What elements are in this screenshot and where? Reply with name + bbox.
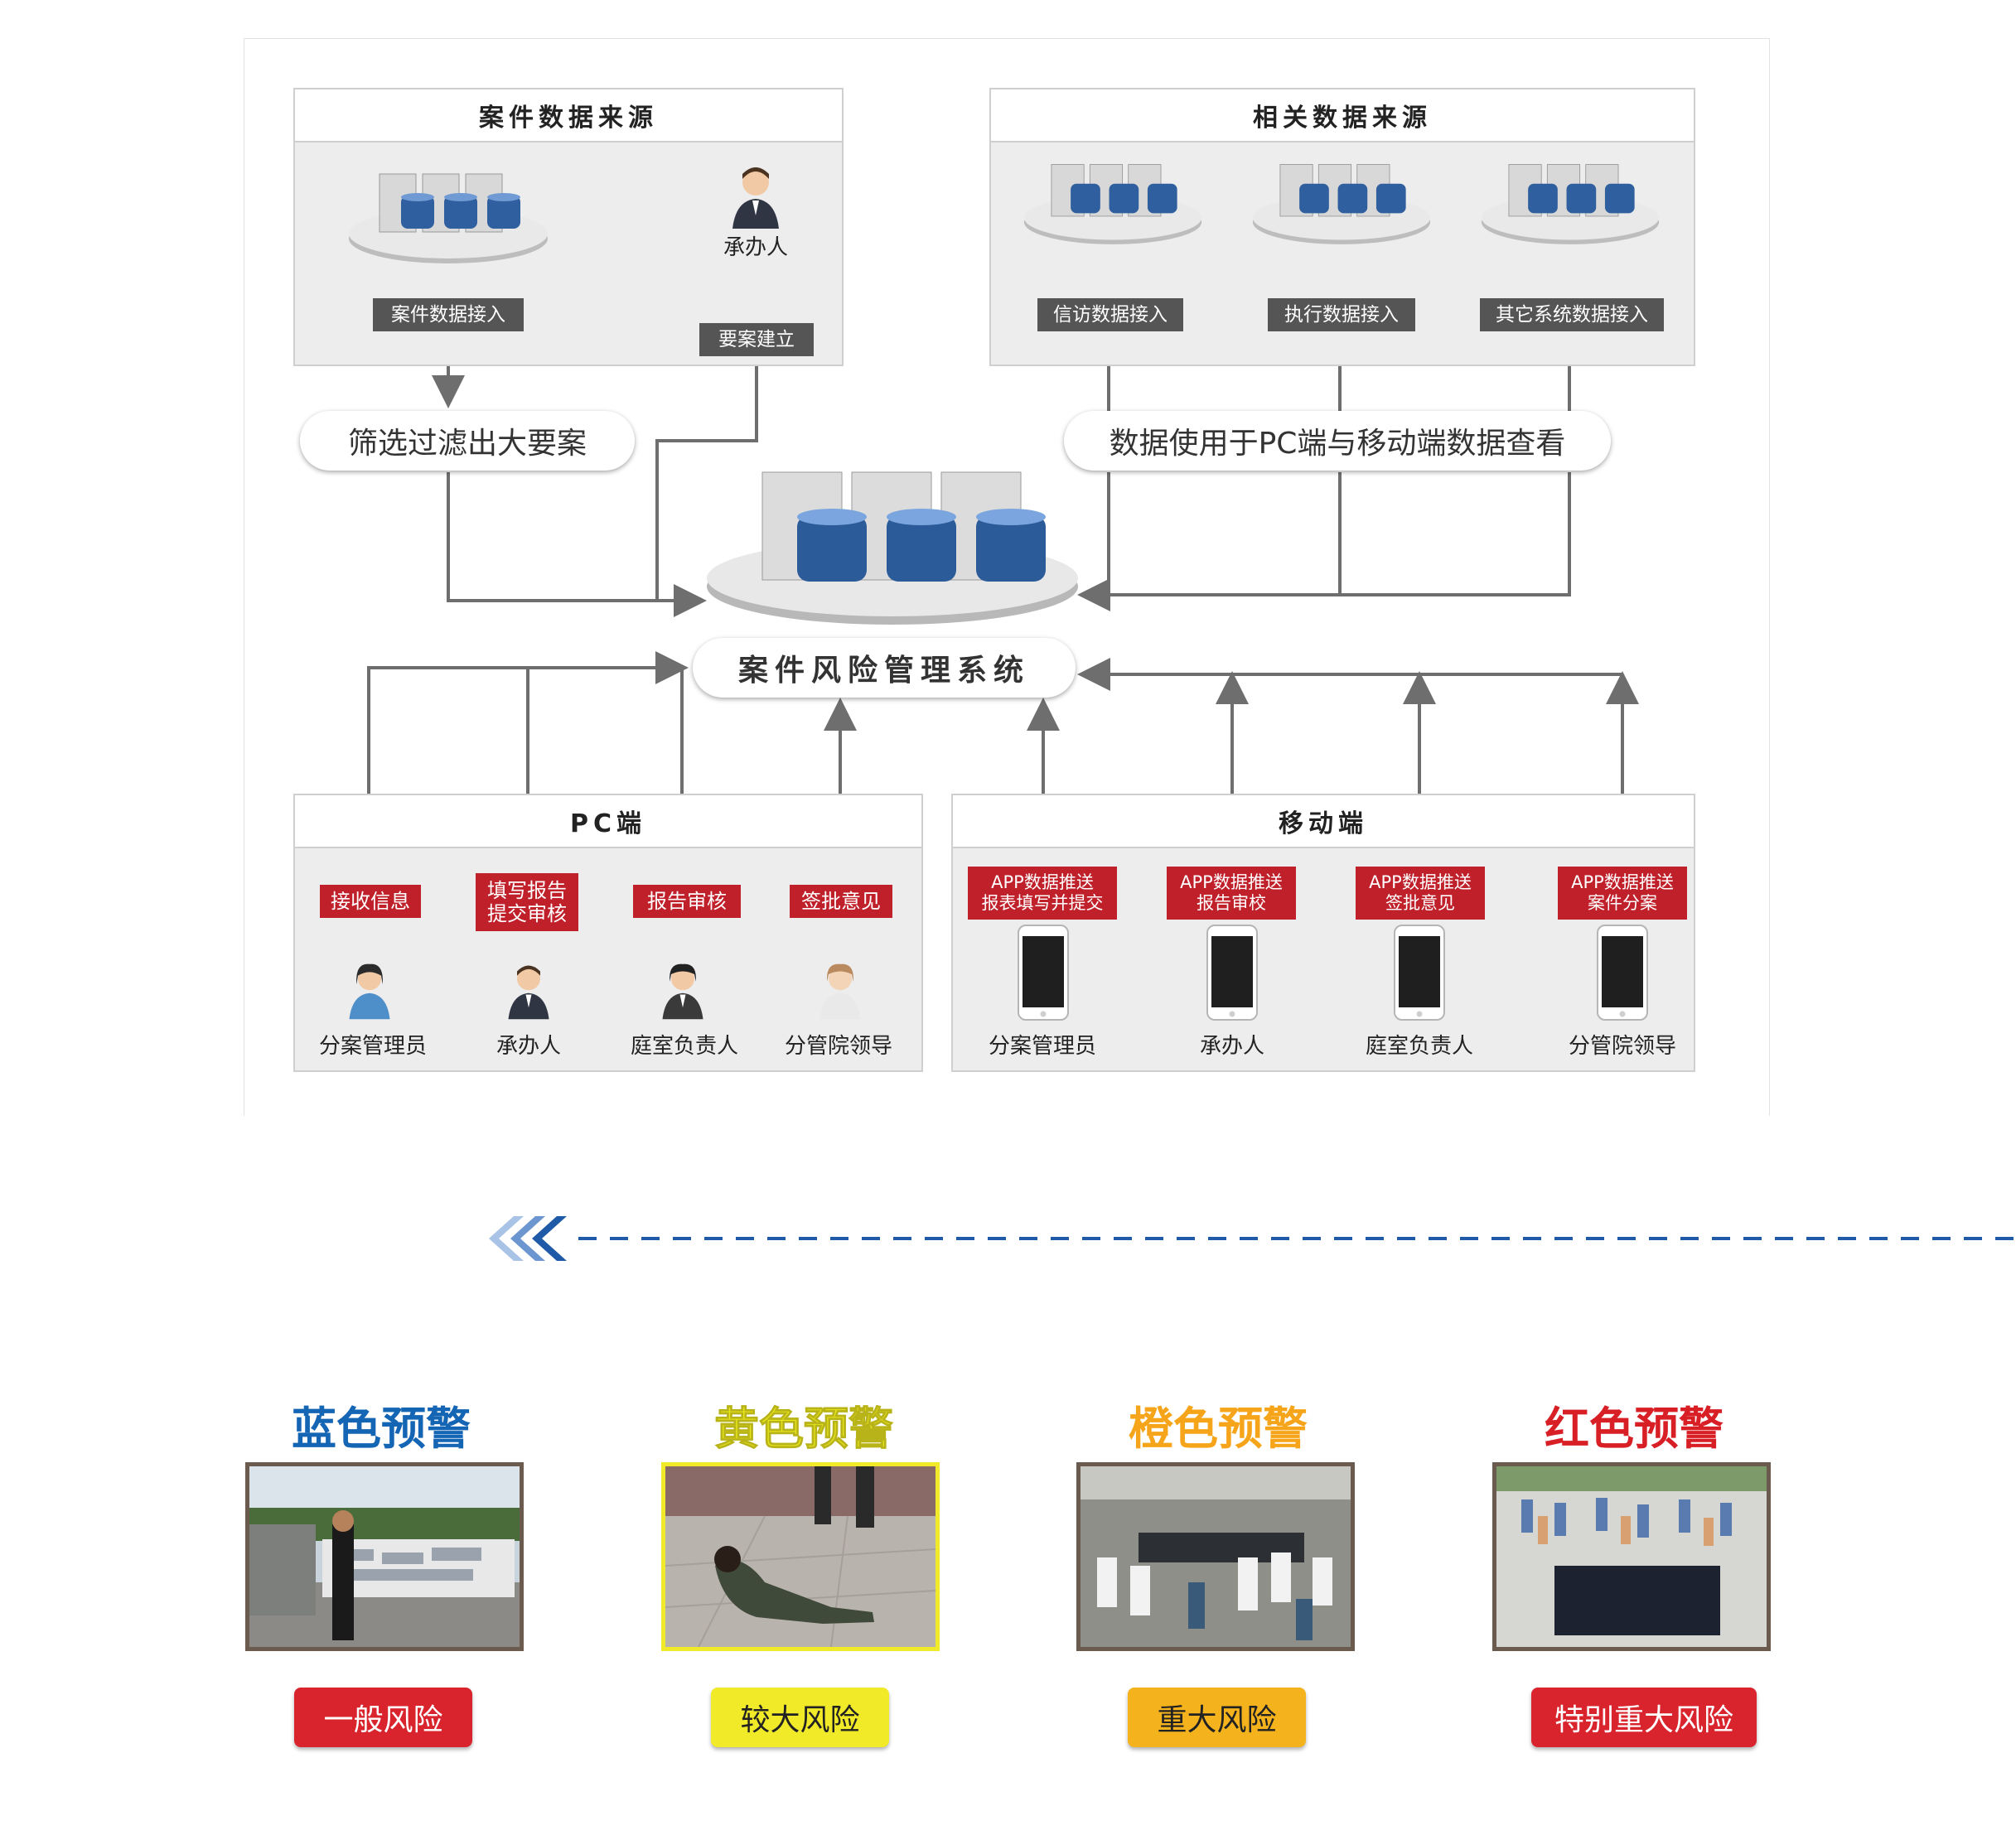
risk-badge-general: 一般风险 (294, 1688, 472, 1747)
pc-role-case-admin: 分案管理员 (318, 1034, 427, 1059)
mobile-action-report-proofread: APP数据推送 报告审校 (1167, 867, 1296, 920)
related-data-source-title: 相关数据来源 (991, 89, 1694, 142)
mobile-action-line: 报告审校 (1197, 893, 1266, 913)
filter-pill: 筛选过滤出大要案 (300, 411, 635, 471)
person-on-ground-image (665, 1466, 935, 1647)
warning-photo-red (1492, 1462, 1771, 1651)
smartphone-icon (1018, 925, 1069, 1021)
pc-panel: PC端 (293, 794, 923, 1072)
case-build-label: 要案建立 (699, 323, 814, 356)
case-data-access-label: 案件数据接入 (373, 298, 524, 331)
mobile-role-case-admin: 分案管理员 (988, 1034, 1096, 1059)
smartphone-icon (1597, 925, 1648, 1021)
section-divider (489, 1216, 2016, 1261)
mobile-action-line: 签批意见 (1385, 893, 1455, 913)
person-icon (732, 167, 779, 229)
warning-photo-orange (1076, 1462, 1355, 1651)
mobile-panel-title: 移动端 (953, 795, 1694, 848)
person-icon (662, 963, 703, 1020)
mobile-role-court-leader: 分管院领导 (1568, 1034, 1676, 1059)
smartphone-icon (1206, 925, 1258, 1021)
mobile-action-line: APP数据推送 (1180, 872, 1283, 892)
mobile-action-line: APP数据推送 (991, 872, 1094, 892)
mobile-role-division-head: 庭室负责人 (1365, 1034, 1473, 1059)
risk-badge-major: 较大风险 (711, 1688, 889, 1747)
mobile-action-line: APP数据推送 (1369, 872, 1472, 892)
handler-label: 承办人 (723, 235, 788, 260)
chevron-left-icon (489, 1216, 567, 1261)
mobile-action-sign-opinion: APP数据推送 签批意见 (1356, 867, 1485, 920)
pc-action-line: 签批意见 (801, 890, 881, 913)
pc-action-receive-info: 接收信息 (320, 885, 421, 918)
warning-title-blue: 蓝色预警 (292, 1403, 471, 1455)
person-icon (508, 965, 549, 1020)
warning-photo-blue (245, 1462, 524, 1651)
mobile-action-case-assign: APP数据推送 案件分案 (1558, 867, 1687, 920)
person-icon (819, 963, 861, 1020)
warning-title-red: 红色预警 (1545, 1403, 1724, 1455)
pc-action-line: 报告审核 (647, 890, 727, 913)
mobile-panel: 移动端 (951, 794, 1695, 1072)
execution-data-access-label: 执行数据接入 (1268, 298, 1415, 331)
street-crowd-image (1081, 1466, 1351, 1647)
mobile-action-line: 案件分案 (1588, 893, 1657, 913)
mobile-action-line: 报表填写并提交 (981, 893, 1104, 913)
risk-badge-serious: 重大风险 (1128, 1688, 1306, 1747)
pc-action-line: 提交审核 (487, 902, 567, 925)
petition-data-access-label: 信访数据接入 (1037, 298, 1183, 331)
diagram-frame (244, 38, 1770, 1116)
mobile-action-report-submit: APP数据推送 报表填写并提交 (968, 867, 1117, 920)
pc-action-fill-report: 填写报告 提交审核 (476, 873, 578, 931)
protest-banner-image (249, 1466, 520, 1647)
central-system-label: 案件风险管理系统 (693, 638, 1076, 698)
warning-photo-yellow (661, 1462, 940, 1651)
mobile-role-handler: 承办人 (1199, 1034, 1264, 1059)
pc-action-line: 接收信息 (331, 890, 410, 913)
pc-action-sign-opinion: 签批意见 (790, 885, 892, 918)
pc-panel-title: PC端 (295, 795, 921, 848)
central-server-icon (707, 471, 1078, 625)
warning-title-yellow: 黄色预警 (714, 1403, 894, 1456)
person-icon (349, 963, 390, 1020)
pc-action-report-review: 报告审核 (633, 885, 741, 918)
usage-pill: 数据使用于PC端与移动端数据查看 (1064, 411, 1611, 471)
riot-police-image (1496, 1466, 1767, 1647)
pc-role-handler: 承办人 (496, 1034, 561, 1059)
risk-badge-extreme: 特别重大风险 (1531, 1688, 1757, 1747)
mobile-action-line: APP数据推送 (1571, 872, 1674, 892)
case-data-source-title: 案件数据来源 (295, 89, 842, 142)
database-server-icon (1481, 164, 1660, 244)
pc-role-division-head: 庭室负责人 (630, 1034, 738, 1059)
database-server-icon (1252, 164, 1431, 244)
smartphone-icon (1394, 925, 1445, 1021)
database-server-icon (349, 173, 548, 263)
other-system-data-access-label: 其它系统数据接入 (1480, 298, 1664, 331)
database-server-icon (1023, 164, 1202, 244)
warning-title-orange: 橙色预警 (1129, 1403, 1308, 1455)
pc-action-line: 填写报告 (487, 879, 567, 902)
pc-role-court-leader: 分管院领导 (784, 1034, 892, 1059)
